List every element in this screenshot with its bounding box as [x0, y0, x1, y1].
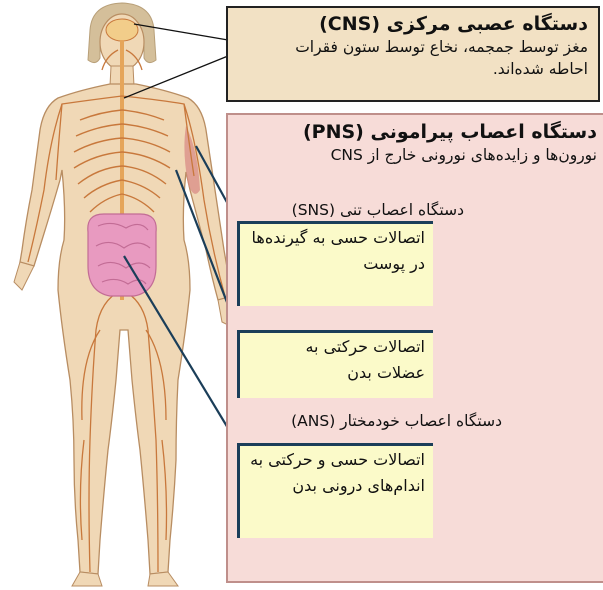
intestines: [88, 214, 156, 296]
cns-description-line1: مغز توسط جمجمه، نخاع توسط ستون فقرات: [236, 36, 588, 58]
muscle-connection-line2: عضلات بدن: [243, 360, 425, 386]
torso-and-legs: [20, 84, 232, 574]
sns-title: دستگاه اعصاب تنی (SNS): [242, 200, 464, 220]
skin-connection-box: اتصالات حسی به گیرنده‌ها در پوست: [237, 221, 433, 306]
cns-description: مغز توسط جمجمه، نخاع توسط ستون فقرات احا…: [236, 36, 588, 80]
organ-connection-line1: اتصالات حسی و حرکتی به: [243, 447, 425, 473]
ans-title: دستگاه اعصاب خودمختار (ANS): [238, 411, 502, 431]
cns-label-box: دستگاه عصبی مرکزی (CNS) مغز توسط جمجمه، …: [226, 6, 600, 102]
pns-description: نورون‌ها و زایده‌های نورونی خارج از CNS: [227, 145, 597, 165]
cns-title: دستگاه عصبی مرکزی (CNS): [236, 12, 588, 36]
left-foot: [72, 572, 102, 586]
left-hand: [14, 262, 34, 290]
organ-connection-line2: اندام‌های درونی بدن: [243, 473, 425, 499]
skin-connection-line1: اتصالات حسی به گیرنده‌ها: [243, 225, 425, 251]
pns-title: دستگاه اعصاب پیرامونی (PNS): [227, 120, 597, 144]
cns-description-line2: احاطه شده‌اند.: [236, 58, 588, 80]
muscle-connection-line1: اتصالات حرکتی به: [243, 334, 425, 360]
organ-connection-box: اتصالات حسی و حرکتی به اندام‌های درونی ب…: [237, 443, 433, 538]
brain: [106, 19, 138, 41]
right-foot: [148, 572, 178, 586]
muscle-connection-box: اتصالات حرکتی به عضلات بدن: [237, 330, 433, 398]
skin-connection-line2: در پوست: [243, 251, 425, 277]
